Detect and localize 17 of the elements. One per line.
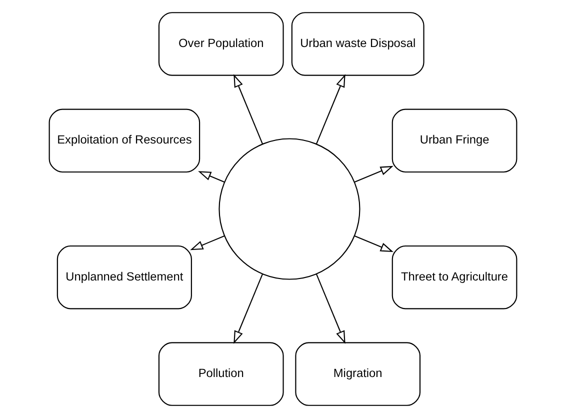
node-box: Pollution — [158, 342, 284, 406]
node-box: Threet to Agriculture — [391, 245, 517, 310]
node-box: Migration — [294, 342, 420, 406]
arrow — [190, 236, 224, 250]
node-box: Urban Fringe — [391, 108, 517, 173]
arrow — [354, 236, 393, 252]
node-box: Over Population — [158, 12, 284, 76]
node-circle — [218, 138, 360, 280]
arrow — [233, 74, 262, 144]
arrow — [233, 274, 262, 344]
arrow — [316, 274, 345, 344]
node-box: Exploitation of Resources — [48, 108, 200, 173]
arrow — [316, 74, 345, 144]
arrow — [354, 166, 393, 182]
node-box: Urban waste Disposal — [290, 12, 424, 76]
arrow — [198, 171, 224, 182]
node-box: Unplanned Settlement — [56, 245, 192, 310]
